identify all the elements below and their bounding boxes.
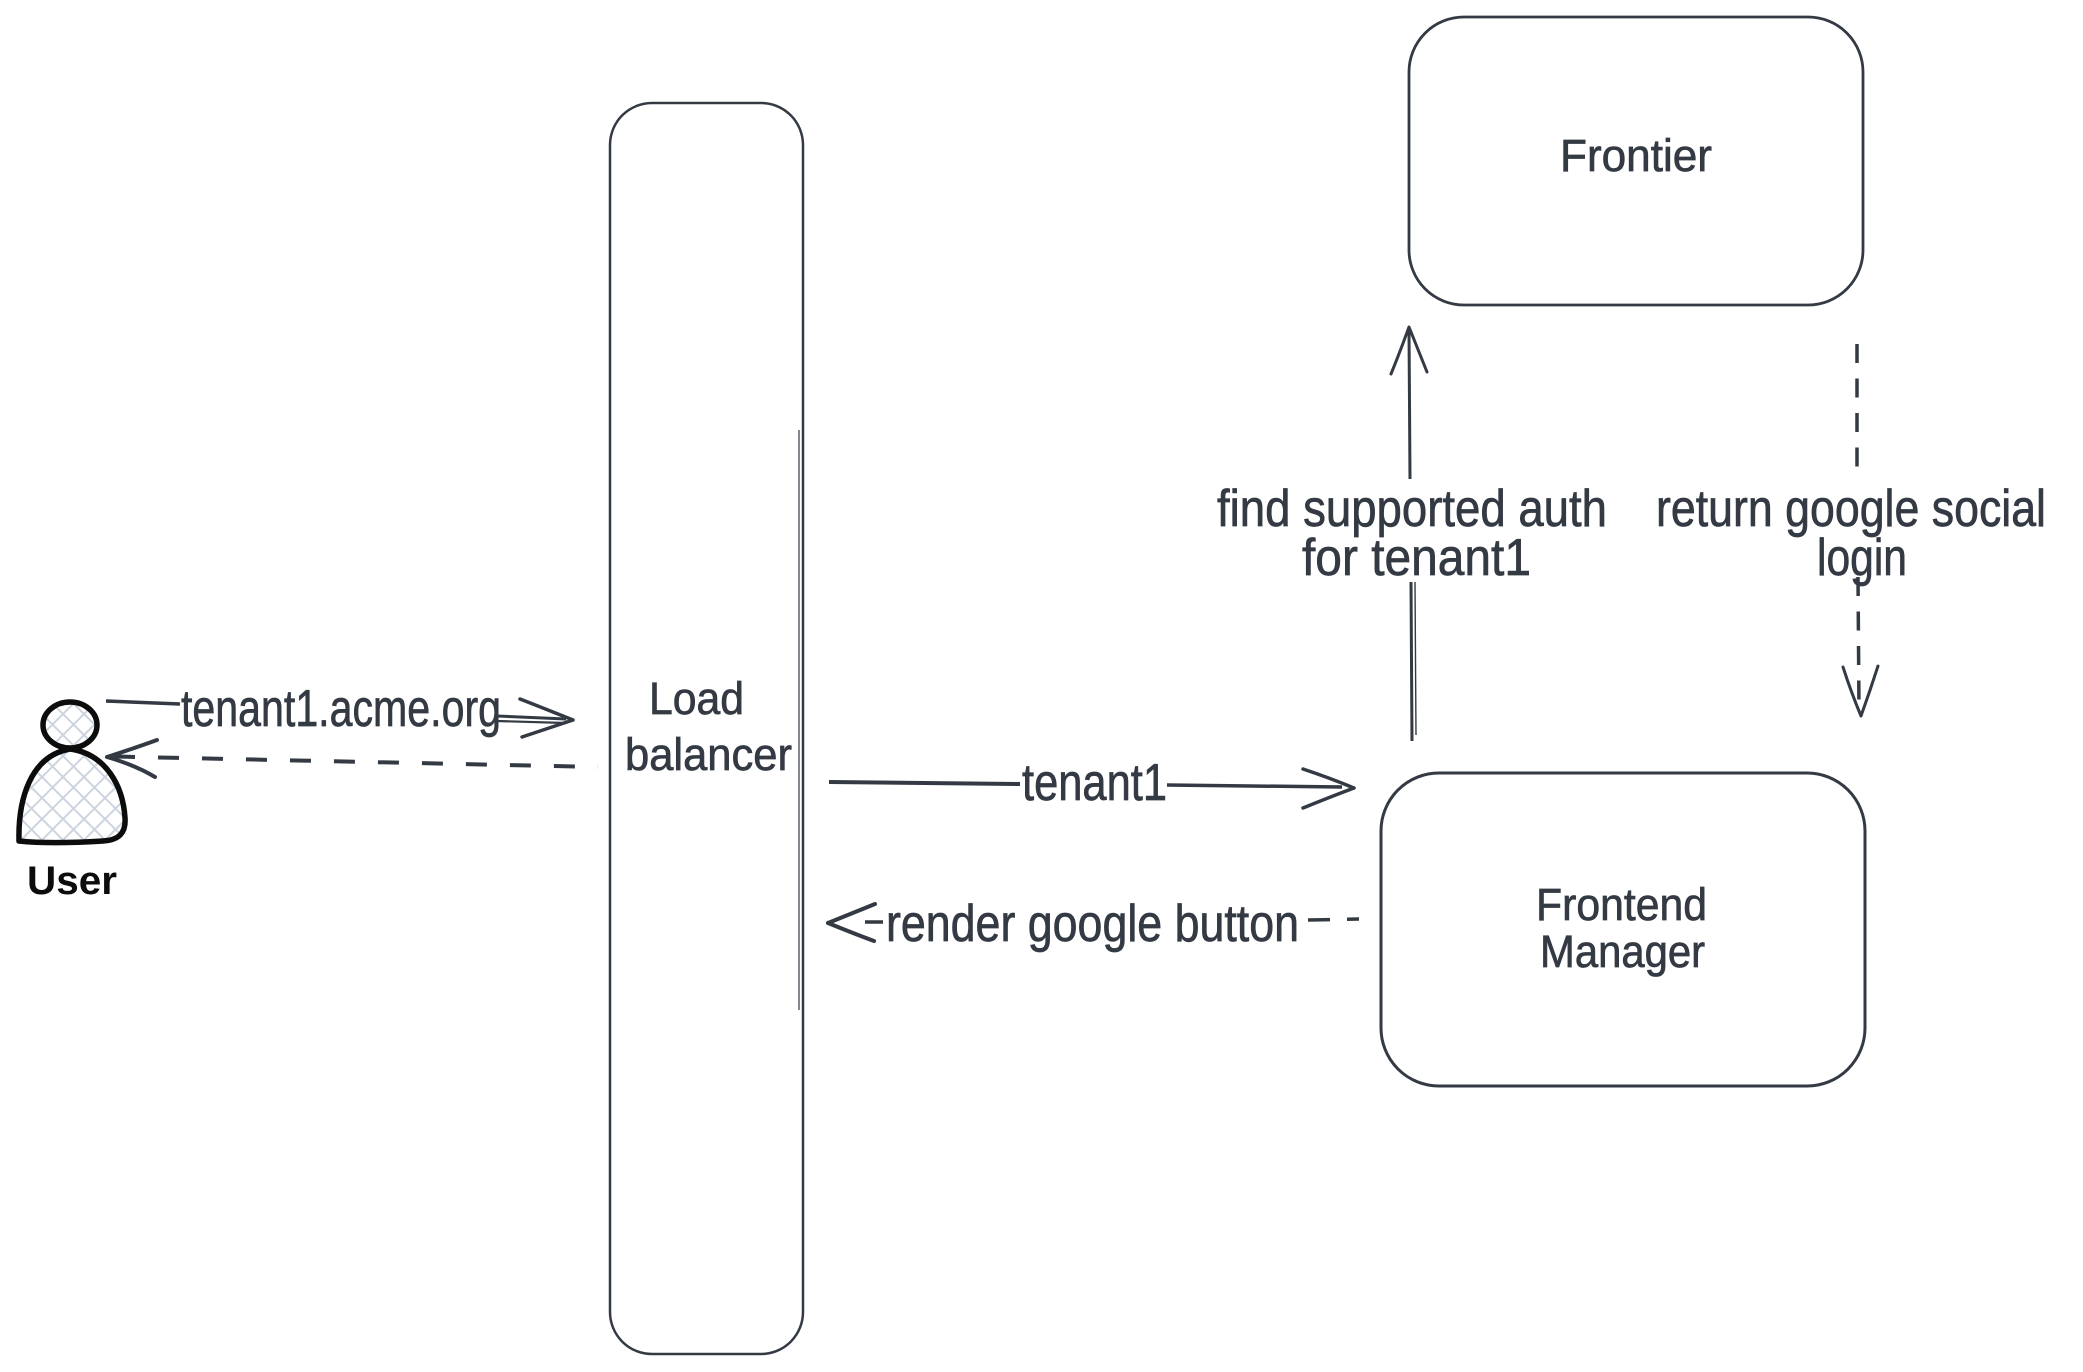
svg-text:tenant1: tenant1: [1022, 754, 1167, 812]
svg-text:for tenant1: for tenant1: [1302, 529, 1531, 587]
svg-text:find supported auth: find supported auth: [1217, 480, 1607, 538]
svg-text:Load: Load: [649, 673, 744, 724]
svg-text:balancer: balancer: [625, 729, 792, 780]
svg-text:tenant1.acme.org: tenant1.acme.org: [181, 680, 501, 738]
svg-text:Manager: Manager: [1540, 926, 1705, 977]
svg-text:User: User: [27, 859, 117, 903]
svg-text:render google button: render google button: [886, 895, 1299, 953]
svg-text:Frontend: Frontend: [1536, 879, 1707, 930]
svg-text:Frontier: Frontier: [1560, 130, 1712, 181]
svg-text:login: login: [1817, 529, 1907, 587]
svg-text:return google social: return google social: [1656, 480, 2046, 538]
